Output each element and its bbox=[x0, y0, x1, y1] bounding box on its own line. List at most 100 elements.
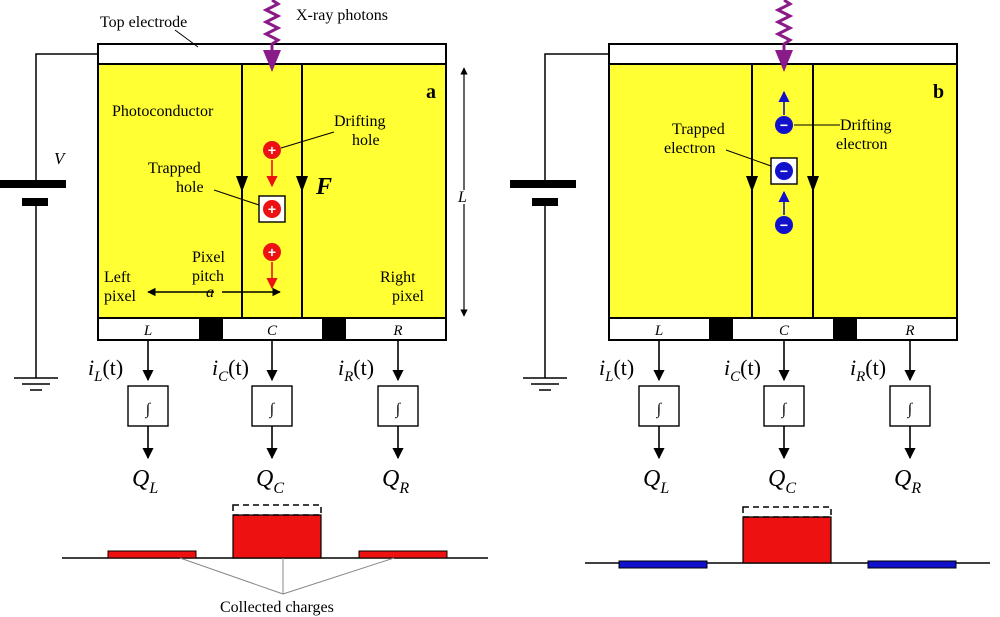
panel-b-label: b bbox=[933, 81, 944, 103]
battery-short-plate-b bbox=[532, 198, 558, 206]
field-arrow-b-right bbox=[807, 176, 819, 192]
pixel-gap-a-2 bbox=[322, 318, 346, 340]
trapped-electron-label-1: Trapped bbox=[672, 121, 725, 138]
drifting-electron-top bbox=[775, 116, 793, 134]
pixel-c-b-label: C bbox=[779, 323, 790, 339]
collected-charge-b-right bbox=[867, 560, 957, 569]
drifting-hole-label-2: hole bbox=[352, 132, 380, 149]
readouts-b: LiL(t) ∫ QL CiC(t) ∫ QC RiR(t) ∫ QR bbox=[599, 323, 931, 497]
collected-charge-a-left bbox=[107, 550, 197, 559]
field-arrow-a-left bbox=[236, 176, 248, 192]
right-pixel-label-2: pixel bbox=[392, 288, 425, 305]
wire-top-b bbox=[544, 53, 609, 184]
drifting-electron-bottom bbox=[775, 216, 793, 234]
readouts-a: LiL(t) ∫ QL CiC(t) ∫ QC RiR(t) ∫ QR bbox=[88, 323, 419, 497]
pixel-c-a-integrator-box bbox=[251, 385, 293, 427]
top-electrode-leader bbox=[174, 29, 199, 48]
xray-photon-a bbox=[262, 0, 282, 52]
pixel-r-a-charge-label: QR bbox=[382, 466, 409, 497]
pixel-c-a-integral-icon: ∫ bbox=[269, 401, 276, 419]
field-label: F bbox=[315, 174, 332, 200]
pixel-l-a-integral-icon: ∫ bbox=[145, 401, 152, 419]
xray-photon-b bbox=[774, 0, 794, 52]
collected-charge-b-center bbox=[742, 516, 832, 564]
trapped-electron-label-2: electron bbox=[664, 140, 716, 157]
pixel-l-b-integral-icon: ∫ bbox=[656, 401, 663, 419]
collected-charge-b-left bbox=[618, 560, 708, 569]
hole-sign-bottom: + bbox=[268, 244, 276, 260]
collected-charge-a-right bbox=[358, 550, 448, 559]
pixel-pitch-label-1: Pixel bbox=[192, 249, 225, 266]
pixel-l-a-integrator-box bbox=[127, 385, 169, 427]
pixel-c-a-charge-label: QC bbox=[256, 466, 284, 497]
trapped-electron-leader bbox=[725, 149, 772, 167]
photoconductor-label: Photoconductor bbox=[112, 103, 214, 120]
pixel-r-b-label: R bbox=[904, 323, 914, 339]
right-pixel-label-1: Right bbox=[380, 269, 416, 286]
pixel-l-b-current-label: iL(t) bbox=[599, 355, 634, 385]
pixel-r-a-current-label: iR(t) bbox=[338, 355, 374, 385]
electron-sign-top: − bbox=[780, 117, 788, 133]
pixel-electrode-strip-b bbox=[608, 317, 958, 341]
battery-short-plate-a bbox=[22, 198, 48, 206]
trapped-hole-label-2: hole bbox=[176, 179, 204, 196]
pixel-gap-b-2 bbox=[833, 318, 857, 340]
collected-charge-a-center-dashed bbox=[232, 504, 322, 516]
hole-sign-trapped: + bbox=[268, 201, 276, 217]
pixel-r-b-charge-label: QR bbox=[894, 466, 921, 497]
electron-sign-bottom: − bbox=[780, 217, 788, 233]
trapped-hole bbox=[263, 200, 281, 218]
xray-photon-a-arrowhead bbox=[263, 50, 281, 72]
pixel-r-b-integral-icon: ∫ bbox=[907, 401, 914, 419]
drifting-hole-bottom bbox=[263, 243, 281, 261]
drifting-electron-label-1: Drifting bbox=[840, 117, 892, 134]
top-electrode-label: Top electrode bbox=[100, 14, 187, 31]
trapped-electron bbox=[775, 162, 793, 180]
field-arrow-b-left bbox=[746, 176, 758, 192]
drifting-hole-leader bbox=[280, 131, 335, 149]
battery-long-plate-a bbox=[0, 180, 66, 188]
trapped-hole-leader bbox=[213, 189, 260, 206]
pixel-gap-b-1 bbox=[709, 318, 733, 340]
pixel-c-b-integral-icon: ∫ bbox=[781, 401, 788, 419]
voltage-label: V bbox=[54, 149, 67, 168]
panel-b: b − Drifting electron − Trapped electron… bbox=[510, 0, 990, 569]
ground-symbol-a bbox=[14, 377, 58, 391]
xray-photon-b-arrowhead bbox=[775, 50, 793, 72]
wire-top-a bbox=[35, 53, 98, 184]
pixel-l-b-charge-label: QL bbox=[643, 466, 669, 497]
pixel-pitch-label-2: pitch bbox=[192, 268, 224, 285]
pixel-c-b-current-label: iC(t) bbox=[724, 355, 761, 385]
thickness-label: L bbox=[457, 189, 467, 206]
panel-a: Top electrode Photoconductor a F X-ray p… bbox=[0, 0, 488, 616]
drifting-electron-label-2: electron bbox=[836, 136, 888, 153]
collected-charges-label: Collected charges bbox=[220, 599, 334, 616]
trapped-hole-label-1: Trapped bbox=[148, 160, 201, 177]
left-pixel-label-2: pixel bbox=[104, 288, 137, 305]
drifting-hole-label-1: Drifting bbox=[334, 113, 386, 130]
electron-sign-trapped: − bbox=[780, 163, 788, 179]
battery-long-plate-b bbox=[510, 180, 576, 188]
pixel-r-b-current-label: iR(t) bbox=[850, 355, 886, 385]
collected-charge-a-center bbox=[232, 514, 322, 559]
pixel-r-a-integral-icon: ∫ bbox=[395, 401, 402, 419]
pixel-c-a-current-label: iC(t) bbox=[212, 355, 249, 385]
pixel-l-a-label: L bbox=[143, 323, 152, 339]
photoconductor-b bbox=[608, 63, 958, 319]
xray-label: X-ray photons bbox=[296, 7, 388, 24]
left-pixel-label-1: Left bbox=[104, 269, 131, 286]
collected-charge-b-center-dashed bbox=[742, 506, 832, 518]
pixel-l-a-current-label: iL(t) bbox=[88, 355, 123, 385]
drifting-hole-top bbox=[263, 141, 281, 159]
pixel-c-b-charge-label: QC bbox=[768, 466, 796, 497]
pixel-l-b-label: L bbox=[654, 323, 663, 339]
field-arrow-a-right bbox=[296, 176, 308, 192]
pixel-c-a-label: C bbox=[267, 323, 278, 339]
panel-a-label: a bbox=[426, 81, 436, 103]
ground-symbol-b bbox=[523, 377, 567, 391]
pixel-l-a-charge-label: QL bbox=[132, 466, 158, 497]
collected-charges-leaders bbox=[179, 557, 395, 595]
pixel-r-a-label: R bbox=[392, 323, 402, 339]
